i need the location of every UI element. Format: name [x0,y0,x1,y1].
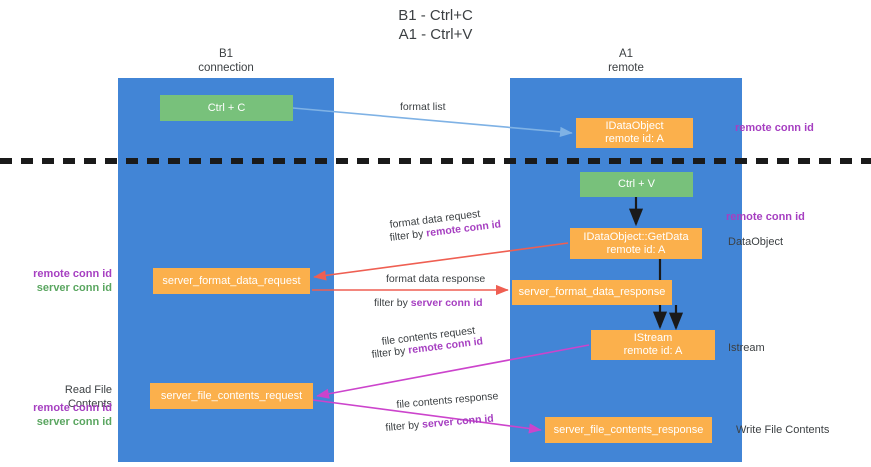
column-header-b1-role: connection [198,62,254,74]
node-ctrl-v[interactable]: Ctrl + V [580,172,693,197]
edge-label-file-contents-response: file contents response [396,390,499,412]
node-server-format-data-response[interactable]: server_format_data_response [512,280,672,305]
annotation-istream: Istream [728,342,765,354]
edge-label-fcresp-line1: file contents response [396,390,499,411]
node-sfdreq-label: server_format_data_request [162,274,301,287]
column-header-a1-role: remote [608,62,644,74]
node-istream[interactable]: IStream remote id: A [591,330,715,360]
edge-label-fcresp-key: server conn id [421,412,495,431]
node-ctrl-c-label: Ctrl + C [207,101,246,114]
column-header-b1: B1 connection [118,47,334,75]
edge-label-fcreq-prefix: filter by [371,344,409,361]
annotation-remote-conn-id-mid: remote conn id [726,211,805,223]
annotation-left-conn-ids: remote conn id server conn id [22,268,112,295]
column-header-a1-name: A1 [618,48,634,60]
annotation-left-remote-conn-id-2: remote conn id [33,402,112,414]
column-header-a1: A1 remote [510,47,742,75]
node-ctrl-c[interactable]: Ctrl + C [160,95,293,121]
page-title: B1 - Ctrl+C A1 - Ctrl+V [0,6,871,44]
annotation-dataobject: DataObject [728,236,784,248]
column-header-b1-name: B1 [218,48,234,60]
node-sfdresp-label: server_format_data_response [518,286,666,298]
node-server-file-contents-request[interactable]: server_file_contents_request [150,383,313,409]
node-getdata-line1: IDataObject::GetData [583,230,689,243]
annotation-read-file-contents: Read File Contents [64,384,112,410]
node-server-file-contents-response[interactable]: server_file_contents_response [545,417,712,443]
edge-label-fdresp-prefix: filter by [374,297,411,309]
node-idataobject-getdata[interactable]: IDataObject::GetData remote id: A [570,228,702,259]
edge-label-format-data-response: format data response [386,273,485,286]
edge-label-format-data-response-filter: filter by server conn id [374,297,483,310]
annotation-left-remote-conn-id: remote conn id [33,268,112,280]
edge-label-file-contents-response-filter: filter by server conn id [385,413,494,435]
node-idataobject-line2: remote id: A [605,133,664,145]
title-line-1: B1 - Ctrl+C [398,7,473,24]
edge-label-format-list-text: format list [400,101,446,113]
edge-label-format-list: format list [400,101,446,114]
annotation-write-file-contents: Write File Contents [736,424,830,436]
node-sfcreq-label: server_file_contents_request [160,389,303,402]
node-getdata-line2: remote id: A [606,243,666,256]
node-idataobject-line1: IDataObject [605,120,664,132]
edge-label-fdresp-line1: format data response [386,273,486,285]
edge-label-fcresp-prefix: filter by [385,418,423,434]
annotation-left-server-conn-id: server conn id [36,281,112,294]
title-line-2: A1 - Ctrl+V [398,26,473,43]
node-istream-line1: IStream [633,332,673,344]
node-idataobject[interactable]: IDataObject remote id: A [576,118,693,148]
node-ctrl-v-label: Ctrl + V [618,178,655,190]
annotation-remote-conn-id-top: remote conn id [735,122,814,134]
node-istream-line2: remote id: A [623,345,683,357]
annotation-left-server-conn-id-2: server conn id [36,415,112,428]
node-server-format-data-request[interactable]: server_format_data_request [153,268,310,294]
annotation-left-conn-ids-2: remote conn id server conn id [22,402,112,429]
node-sfcresp-label: server_file_contents_response [553,423,704,436]
edge-label-fdresp-key: server conn id [410,297,483,309]
